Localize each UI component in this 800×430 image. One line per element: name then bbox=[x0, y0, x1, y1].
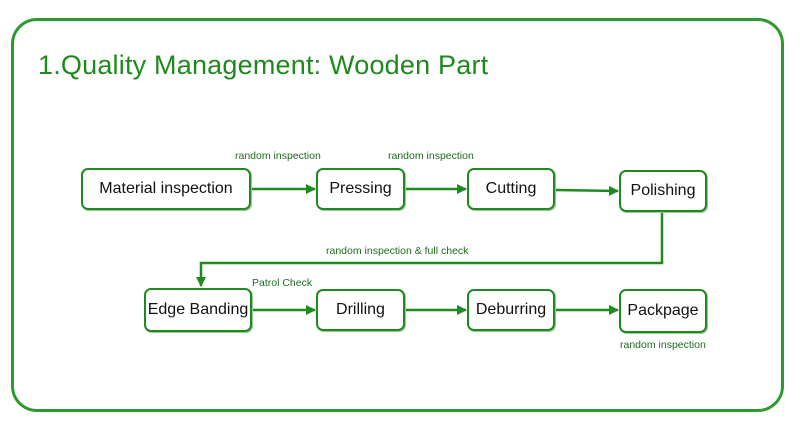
note-random-inspection-3: random inspection bbox=[620, 339, 706, 351]
step-cutting: Cutting bbox=[467, 168, 555, 210]
step-drilling: Drilling bbox=[316, 289, 405, 331]
step-pressing: Pressing bbox=[316, 168, 405, 210]
step-material-inspection: Material inspection bbox=[81, 168, 251, 210]
arrow-cutting-polishing bbox=[555, 185, 619, 196]
step-edge-banding: Edge Banding bbox=[144, 288, 252, 332]
note-random-full-check: random inspection & full check bbox=[326, 245, 469, 257]
note-random-inspection-2: random inspection bbox=[388, 150, 474, 162]
step-packpage: Packpage bbox=[619, 289, 707, 333]
note-patrol-check: Patrol Check bbox=[252, 277, 313, 289]
step-polishing: Polishing bbox=[619, 170, 707, 212]
step-deburring: Deburring bbox=[467, 289, 555, 331]
diagram-frame bbox=[11, 18, 784, 412]
diagram-title: 1.Quality Management: Wooden Part bbox=[38, 50, 489, 80]
arrow-polishing-edge bbox=[196, 213, 664, 287]
note-random-inspection-1: random inspection bbox=[235, 150, 321, 162]
